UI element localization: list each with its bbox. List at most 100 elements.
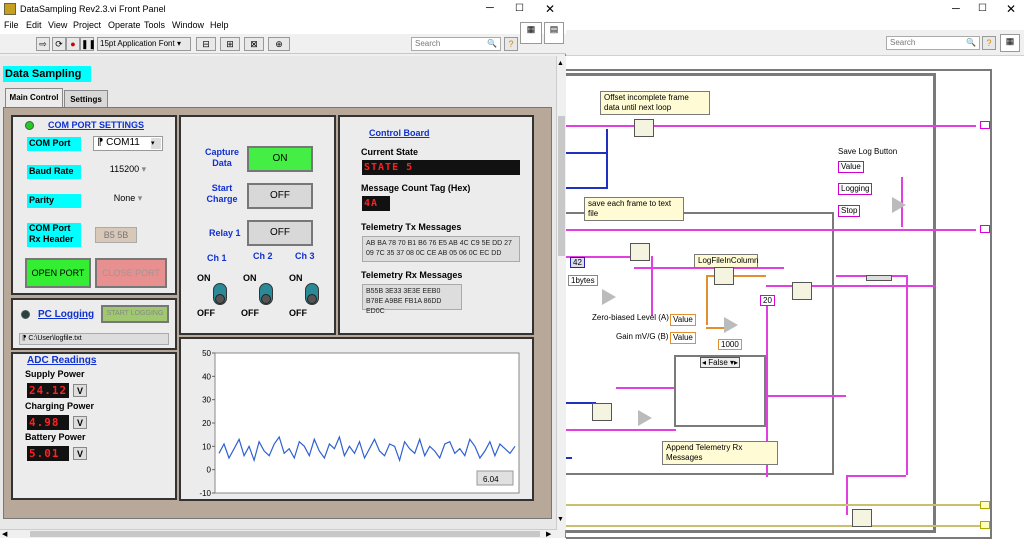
control-board-heading: Control Board [369, 128, 430, 138]
com-port-label: COM Port [27, 137, 81, 151]
menu-edit[interactable]: Edit [26, 20, 42, 30]
logging-led [21, 310, 30, 319]
help-icon[interactable]: ? [504, 37, 518, 51]
close-icon[interactable]: ✕ [1006, 2, 1017, 16]
reorder-icon[interactable]: ⊕ [268, 37, 290, 51]
shift-register-terminal [980, 225, 990, 233]
y-tick-label: 0 [207, 466, 212, 475]
align-icon[interactable]: ⊟ [196, 37, 216, 51]
pc-logging-heading: PC Logging [38, 309, 95, 320]
const-42: 42 [570, 257, 585, 268]
const-1000: 1000 [718, 339, 742, 350]
menu-file[interactable]: File [4, 20, 19, 30]
tab-settings[interactable]: Settings [64, 90, 108, 108]
ch3-toggle[interactable] [305, 283, 319, 305]
scroll-thumb[interactable] [558, 116, 565, 256]
fp-search-input[interactable]: Search🔍 [411, 37, 501, 51]
resize-icon[interactable]: ⊠ [244, 37, 264, 51]
distribute-icon[interactable]: ⊞ [220, 37, 240, 51]
relay-1-button[interactable]: OFF [247, 220, 313, 246]
shift-register-terminal [980, 521, 990, 529]
horizontal-scrollbar[interactable]: ◀ ▶ [0, 529, 556, 538]
com-port-select[interactable]: ⁋ COM11▾ [93, 136, 163, 151]
baud-rate-label: Baud Rate [27, 165, 81, 179]
ch3-label: Ch 3 [295, 251, 315, 261]
graph-readout-box [476, 470, 514, 486]
start-charge-button[interactable]: OFF [247, 183, 313, 209]
logging-terminal[interactable]: Logging [838, 183, 873, 195]
gain-value-terminal[interactable]: Value [670, 332, 696, 344]
connector-pane-icon: ▦ [520, 22, 542, 44]
baud-rate-select[interactable]: 115200 ▾ [109, 164, 147, 174]
false-case-frame [674, 355, 766, 427]
parity-select[interactable]: None ▾ [113, 193, 143, 203]
function-node[interactable] [630, 243, 650, 261]
close-icon[interactable]: ✕ [545, 2, 556, 16]
scroll-left-icon[interactable]: ◀ [2, 531, 8, 538]
menu-tools[interactable]: Tools [144, 20, 166, 30]
help-icon[interactable]: ? [982, 36, 996, 50]
while-loop-frame [566, 73, 936, 533]
scroll-up-icon[interactable]: ▲ [557, 60, 564, 67]
scroll-down-icon[interactable]: ▼ [557, 516, 564, 523]
run-arrow-icon[interactable]: ⇨ [36, 37, 50, 51]
menu-operate[interactable]: Operate [108, 20, 141, 30]
ch2-toggle[interactable] [259, 283, 273, 305]
compare-icon [638, 410, 652, 426]
array-node[interactable] [866, 275, 892, 281]
zero-biased-label: Zero-biased Level (A) [592, 313, 669, 322]
stop-terminal[interactable]: Stop [838, 205, 861, 217]
ch3-on-label: ON [289, 273, 303, 283]
parity-label: Parity [27, 194, 81, 208]
case-selector[interactable]: ◂ False ▾▸ [700, 357, 740, 368]
bd-canvas: Offset incomplete frame data until next … [566, 57, 1024, 539]
bd-search-input[interactable]: Search🔍 [886, 36, 980, 50]
maximize-icon[interactable]: ☐ [515, 3, 524, 14]
open-port-button[interactable]: OPEN PORT [25, 258, 91, 288]
menu-window[interactable]: Window [172, 20, 205, 30]
wire [566, 402, 596, 404]
ch3-off-label: OFF [289, 308, 307, 318]
menu-project[interactable]: Project [73, 20, 102, 30]
charging-power-display: 4.98 [27, 415, 69, 430]
function-node[interactable] [592, 403, 612, 421]
supply-power-display: 24.12 [27, 383, 69, 398]
wire [566, 125, 976, 127]
close-port-button[interactable]: CLOSE PORT [95, 258, 167, 288]
run-continuous-icon[interactable]: ⟳ [52, 37, 66, 51]
window-title: DataSampling Rev2.3.vi Front Panel [20, 4, 166, 14]
adc-heading: ADC Readings [27, 355, 97, 366]
log-path-field[interactable]: ⁋ C:\User\logfile.txt [19, 333, 169, 345]
menu-help[interactable]: Help [210, 20, 229, 30]
minimize-icon[interactable]: ─ [486, 2, 494, 14]
function-node[interactable] [852, 509, 872, 527]
capture-data-button[interactable]: ON [247, 146, 313, 172]
message-count-label: Message Count Tag (Hex) [361, 183, 471, 193]
pause-icon[interactable]: ❚❚ [80, 37, 97, 51]
vertical-scrollbar[interactable]: ▲ ▼ [556, 56, 566, 530]
function-node[interactable] [714, 267, 734, 285]
ch1-toggle[interactable] [213, 283, 227, 305]
wire [634, 267, 784, 269]
start-logging-button[interactable]: START LOGGING [101, 305, 169, 323]
value-terminal[interactable]: Value [838, 161, 864, 173]
function-node[interactable] [792, 282, 812, 300]
abort-icon[interactable]: ● [66, 37, 80, 51]
rx-header-field[interactable]: B5 5B [95, 227, 137, 243]
ch1-on-label: ON [197, 273, 211, 283]
start-charge-label: Start Charge [206, 183, 238, 204]
bd-titlebar: ─ ☐ ✕ [566, 0, 1024, 22]
wire [606, 129, 608, 189]
function-node[interactable] [634, 119, 654, 137]
tab-main-control[interactable]: Main Control [5, 88, 63, 108]
minimize-icon[interactable]: ─ [952, 3, 960, 15]
scroll-right-icon[interactable]: ▶ [546, 531, 552, 538]
maximize-icon[interactable]: ☐ [978, 3, 987, 14]
scroll-thumb-h[interactable] [30, 531, 540, 537]
font-selector[interactable]: 15pt Application Font ▾ [97, 37, 191, 51]
menu-bar: File Edit View Project Operate Tools Win… [0, 20, 566, 34]
zero-value-terminal[interactable]: Value [670, 314, 696, 326]
menu-view[interactable]: View [48, 20, 68, 30]
gain-label: Gain mV/G (B) [616, 332, 669, 341]
